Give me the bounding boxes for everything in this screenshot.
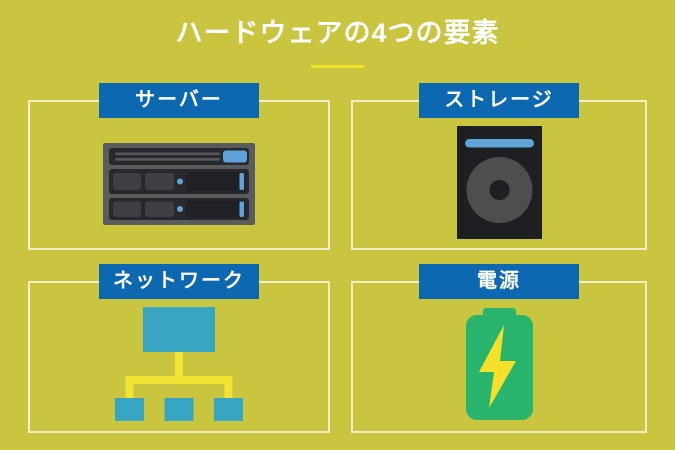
title-underline — [311, 65, 364, 68]
panel-storage: ストレージ — [351, 83, 647, 250]
panel-storage-header: ストレージ — [419, 83, 579, 118]
network-tree-icon — [115, 307, 243, 421]
panel-network-icon-area — [30, 307, 328, 421]
lightning-bolt-icon — [478, 325, 516, 408]
panel-network: ネットワーク — [28, 264, 330, 433]
panel-storage-icon-area — [353, 126, 645, 239]
panel-power-icon-area — [353, 308, 645, 420]
panel-server-header: サーバー — [99, 83, 259, 118]
battery-icon — [465, 308, 533, 420]
panel-power-header: 電源 — [419, 264, 579, 299]
hard-disk-icon — [456, 126, 542, 239]
page-title: ハードウェアの4つの要素 — [175, 18, 500, 48]
panel-power: 電源 — [351, 264, 647, 433]
server-rack-icon — [103, 143, 255, 225]
panel-server-icon-area — [30, 143, 328, 225]
panel-server: サーバー — [28, 83, 330, 250]
panel-network-header: ネットワーク — [99, 264, 259, 299]
